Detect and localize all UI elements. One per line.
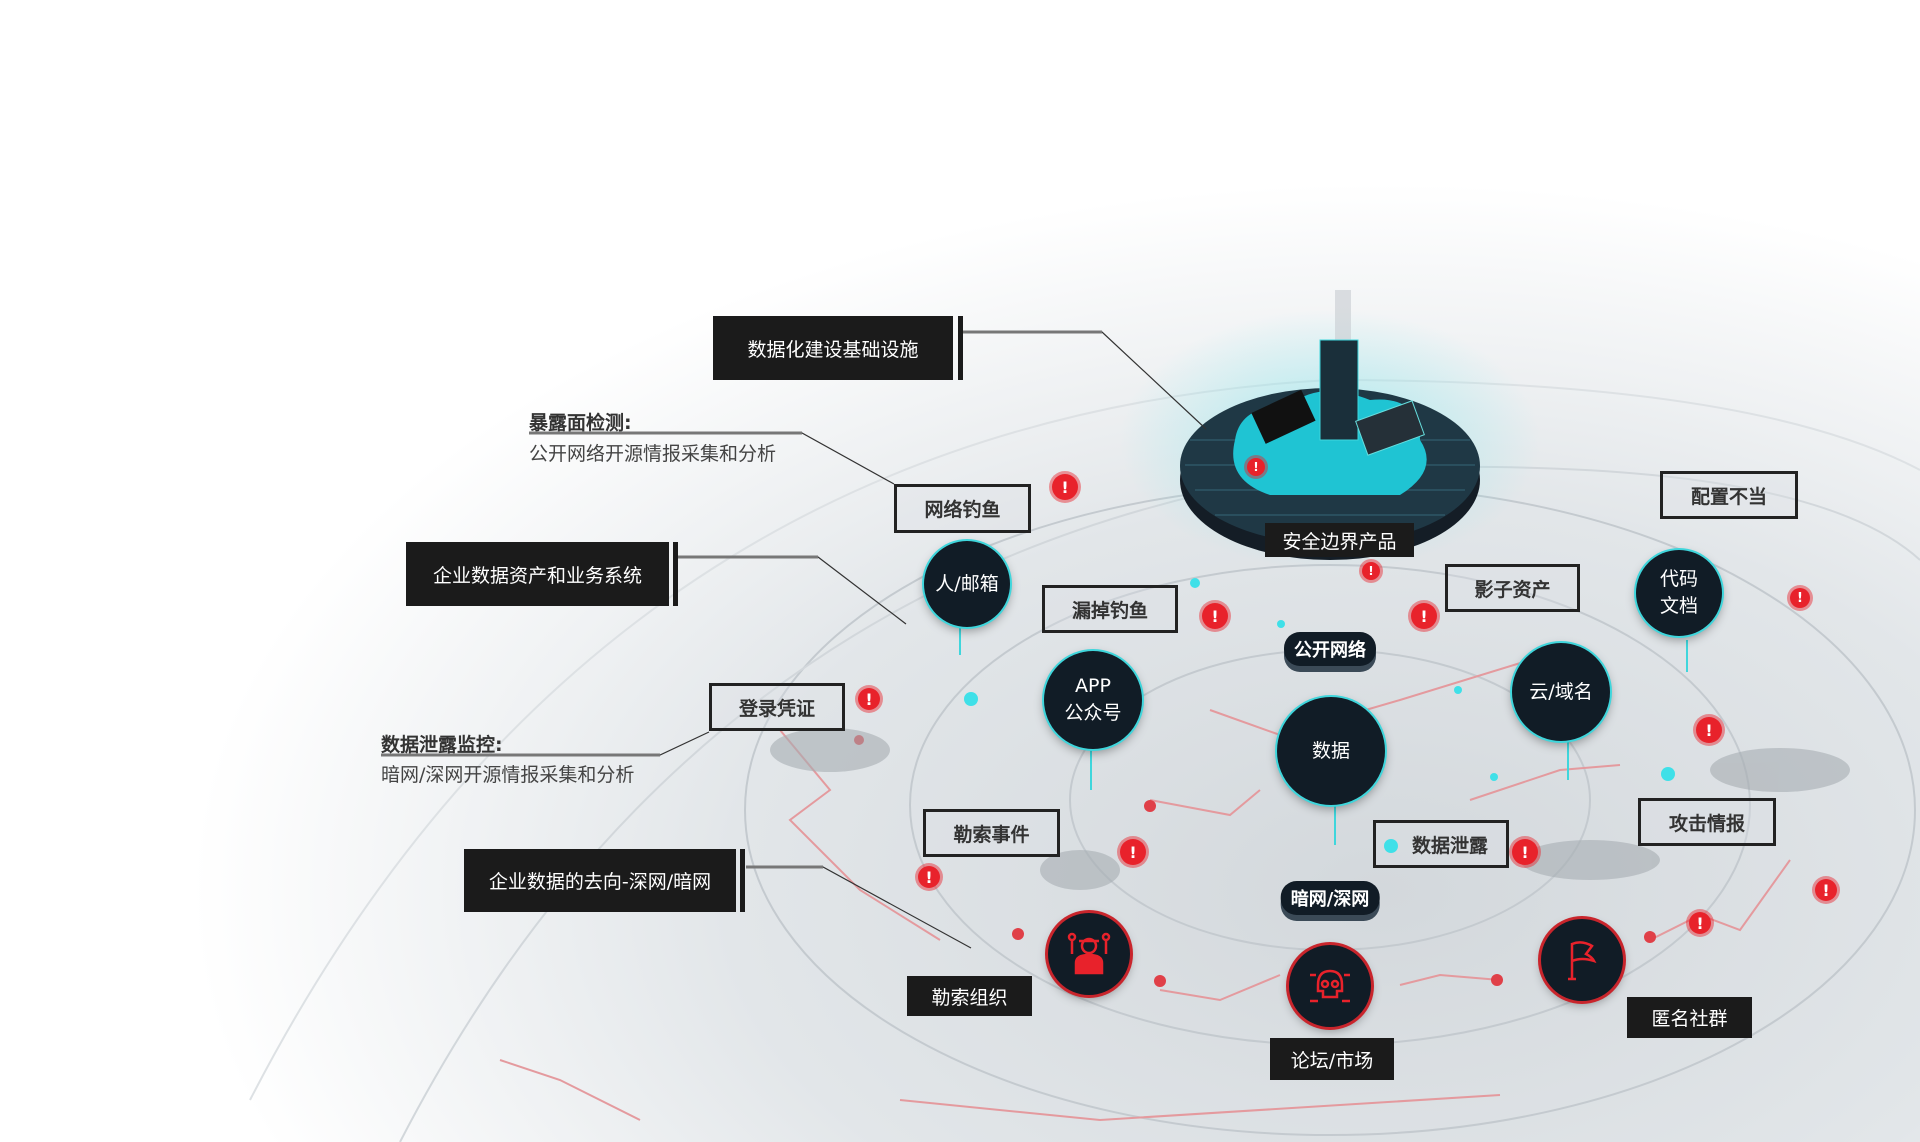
tag-missed-phishing: 漏掉钓鱼 [1042,585,1178,633]
callout-bar [673,542,678,606]
callout-enterprise-assets: 企业数据资产和业务系统 [406,542,669,606]
tag-misconfig: 配置不当 [1660,471,1798,519]
node-code-docs: 代码文档 [1636,550,1722,636]
alert-icon: ! [1815,879,1837,901]
node-people-mail: 人/邮箱 [924,541,1010,627]
node-app: APP 公众号 [1044,651,1142,749]
actor-forum-market: 论坛/市场 [1270,1038,1394,1080]
tag-data-leak: 数据泄露 [1373,820,1509,868]
exposure-subtitle: 公开网络开源情报采集和分析 [529,443,777,465]
node-label: 云/域名 [1529,680,1593,703]
alert-icon: ! [1247,458,1265,476]
skull-icon [1289,945,1371,1027]
node-label: 数据 [1311,739,1350,762]
node-label: 公众号 [1064,702,1122,724]
callout-bar [740,849,745,912]
node-cloud-domain: 云/域名 [1512,643,1610,741]
alert-icon: ! [1120,839,1146,865]
tag-data-leak-label: 数据泄露 [1411,834,1488,857]
tag-ransom-event: 勒索事件 [923,809,1060,857]
tag-shadow-assets: 影子资产 [1445,564,1580,612]
alert-icon: ! [1790,588,1810,608]
flag-icon [1541,919,1623,1001]
callout-data-destination: 企业数据的去向-深网/暗网 [464,849,736,912]
alert-icon: ! [1052,474,1078,500]
hacker-icon [1048,913,1130,995]
actor-anon-group: 匿名社群 [1627,997,1752,1038]
platform-label: 安全边界产品 [1265,523,1414,557]
layer-dark-web: 暗网/深网 [1280,881,1380,915]
tag-phishing: 网络钓鱼 [894,484,1031,533]
node-label: 代码 [1659,568,1698,591]
exposure-title: 暴露面检测: [529,412,632,434]
alert-icon: ! [1512,839,1538,865]
leak-monitor-subtitle: 暗网/深网开源情报采集和分析 [381,764,635,786]
node-label: APP [1075,675,1111,698]
alert-icon: ! [1362,562,1380,580]
cyan-dot-icon [1384,839,1398,853]
tag-attack-intel: 攻击情报 [1638,798,1776,846]
layer-public-network: 公开网络 [1284,632,1376,666]
actor-ransom-org: 勒索组织 [907,976,1032,1016]
callout-bar [958,316,963,380]
alert-icon: ! [1689,912,1711,934]
node-label: 人/邮箱 [935,572,999,595]
leak-monitor-title: 数据泄露监控: [381,734,503,756]
alert-icon: ! [918,866,940,888]
node-label: 文档 [1659,595,1698,617]
node-data: 数据 [1277,697,1385,805]
callout-infrastructure: 数据化建设基础设施 [713,316,953,380]
alert-icon: ! [1411,603,1437,629]
alert-icon: ! [1202,603,1228,629]
alert-icon: ! [858,688,880,710]
alert-icon: ! [1696,717,1722,743]
tag-credentials: 登录凭证 [709,683,845,731]
